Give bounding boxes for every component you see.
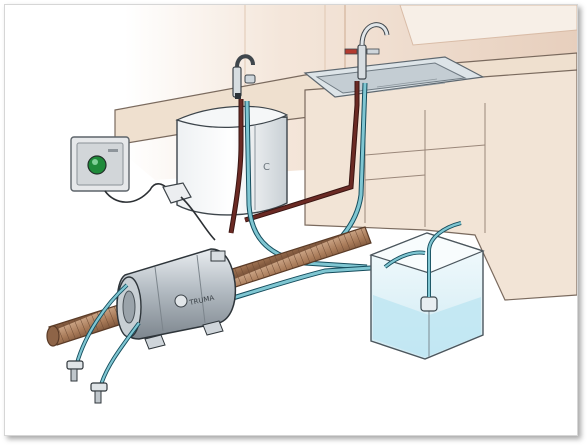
bathroom-vanity: C xyxy=(175,105,289,216)
water-tank-icon xyxy=(369,221,485,360)
bathroom-faucet-icon xyxy=(232,54,256,99)
kitchen-sink xyxy=(303,56,485,98)
svg-text:C: C xyxy=(263,162,270,173)
junction-box xyxy=(162,182,216,241)
water-heater-installation-diagram: C xyxy=(46,5,577,404)
heater-mount xyxy=(144,320,224,350)
control-panel-icon xyxy=(70,136,130,192)
hot-water-line xyxy=(228,81,360,234)
heater-icon: TRUMA xyxy=(116,248,237,340)
drain-lines xyxy=(75,283,141,386)
kitchen-faucet-icon xyxy=(344,22,390,80)
drain-valve-icon xyxy=(66,360,108,404)
illustration-frame: C xyxy=(4,4,578,436)
